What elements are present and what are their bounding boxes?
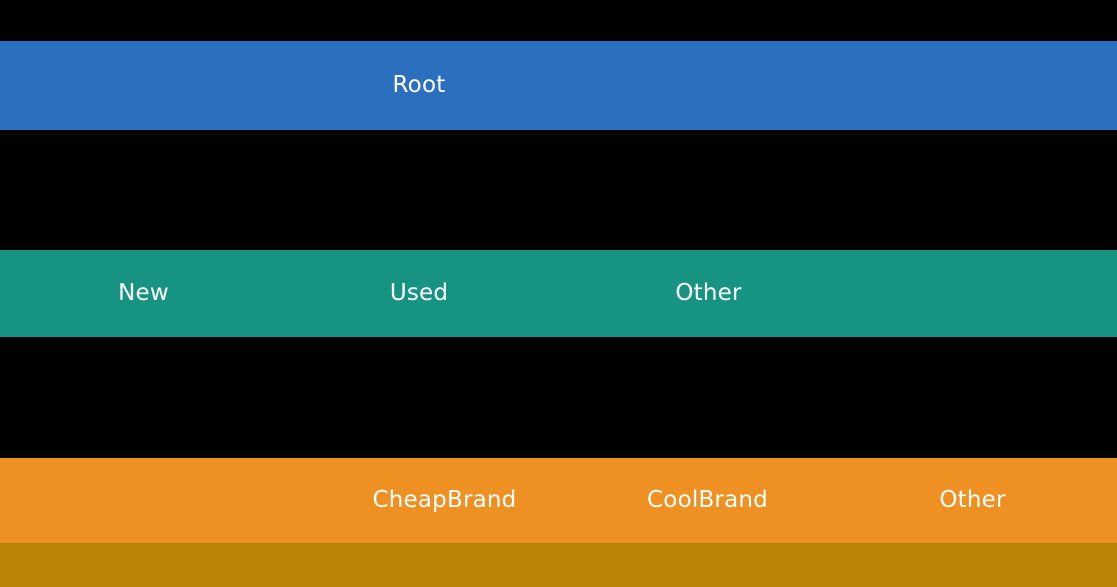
chart-node-unlabeled[interactable] (0, 41, 318, 130)
chart-node-label: CoolBrand (647, 487, 768, 513)
chart-node-coolbrand[interactable]: CoolBrand (607, 458, 808, 543)
chart-node-unlabeled[interactable] (0, 543, 1117, 587)
chart-node-other[interactable]: Other (607, 250, 810, 337)
chart-node-label: New (118, 280, 169, 306)
chart-node-unlabeled[interactable] (810, 250, 1117, 337)
chart-node-label: Used (389, 280, 449, 306)
chart-node-root[interactable]: Root (318, 41, 520, 130)
chart-node-label: CheapBrand (372, 487, 517, 513)
chart-node-cheapbrand[interactable]: CheapBrand (344, 458, 545, 543)
chart-node-unlabeled[interactable] (520, 41, 1117, 130)
chart-node-unlabeled[interactable] (1077, 458, 1117, 543)
chart-node-unlabeled[interactable] (545, 458, 607, 543)
chart-level-condition-level: New Used Other (0, 250, 1117, 337)
chart-level-root-level: Root (0, 41, 1117, 130)
chart-node-new[interactable]: New (44, 250, 243, 337)
chart-node-unlabeled[interactable] (0, 458, 344, 543)
chart-node-unlabeled[interactable] (520, 250, 607, 337)
chart-level-brand-level: CheapBrand CoolBrand Other (0, 458, 1117, 543)
chart-node-used[interactable]: Used (318, 250, 520, 337)
chart-node-unlabeled[interactable] (808, 458, 868, 543)
chart-node-label: Other (675, 280, 742, 306)
chart-node-other[interactable]: Other (868, 458, 1077, 543)
chart-node-unlabeled[interactable] (0, 250, 44, 337)
chart-node-label: Root (392, 72, 446, 98)
chart-node-unlabeled[interactable] (243, 250, 318, 337)
chart-level-leaf-level (0, 543, 1117, 587)
chart-node-label: Other (939, 487, 1006, 513)
